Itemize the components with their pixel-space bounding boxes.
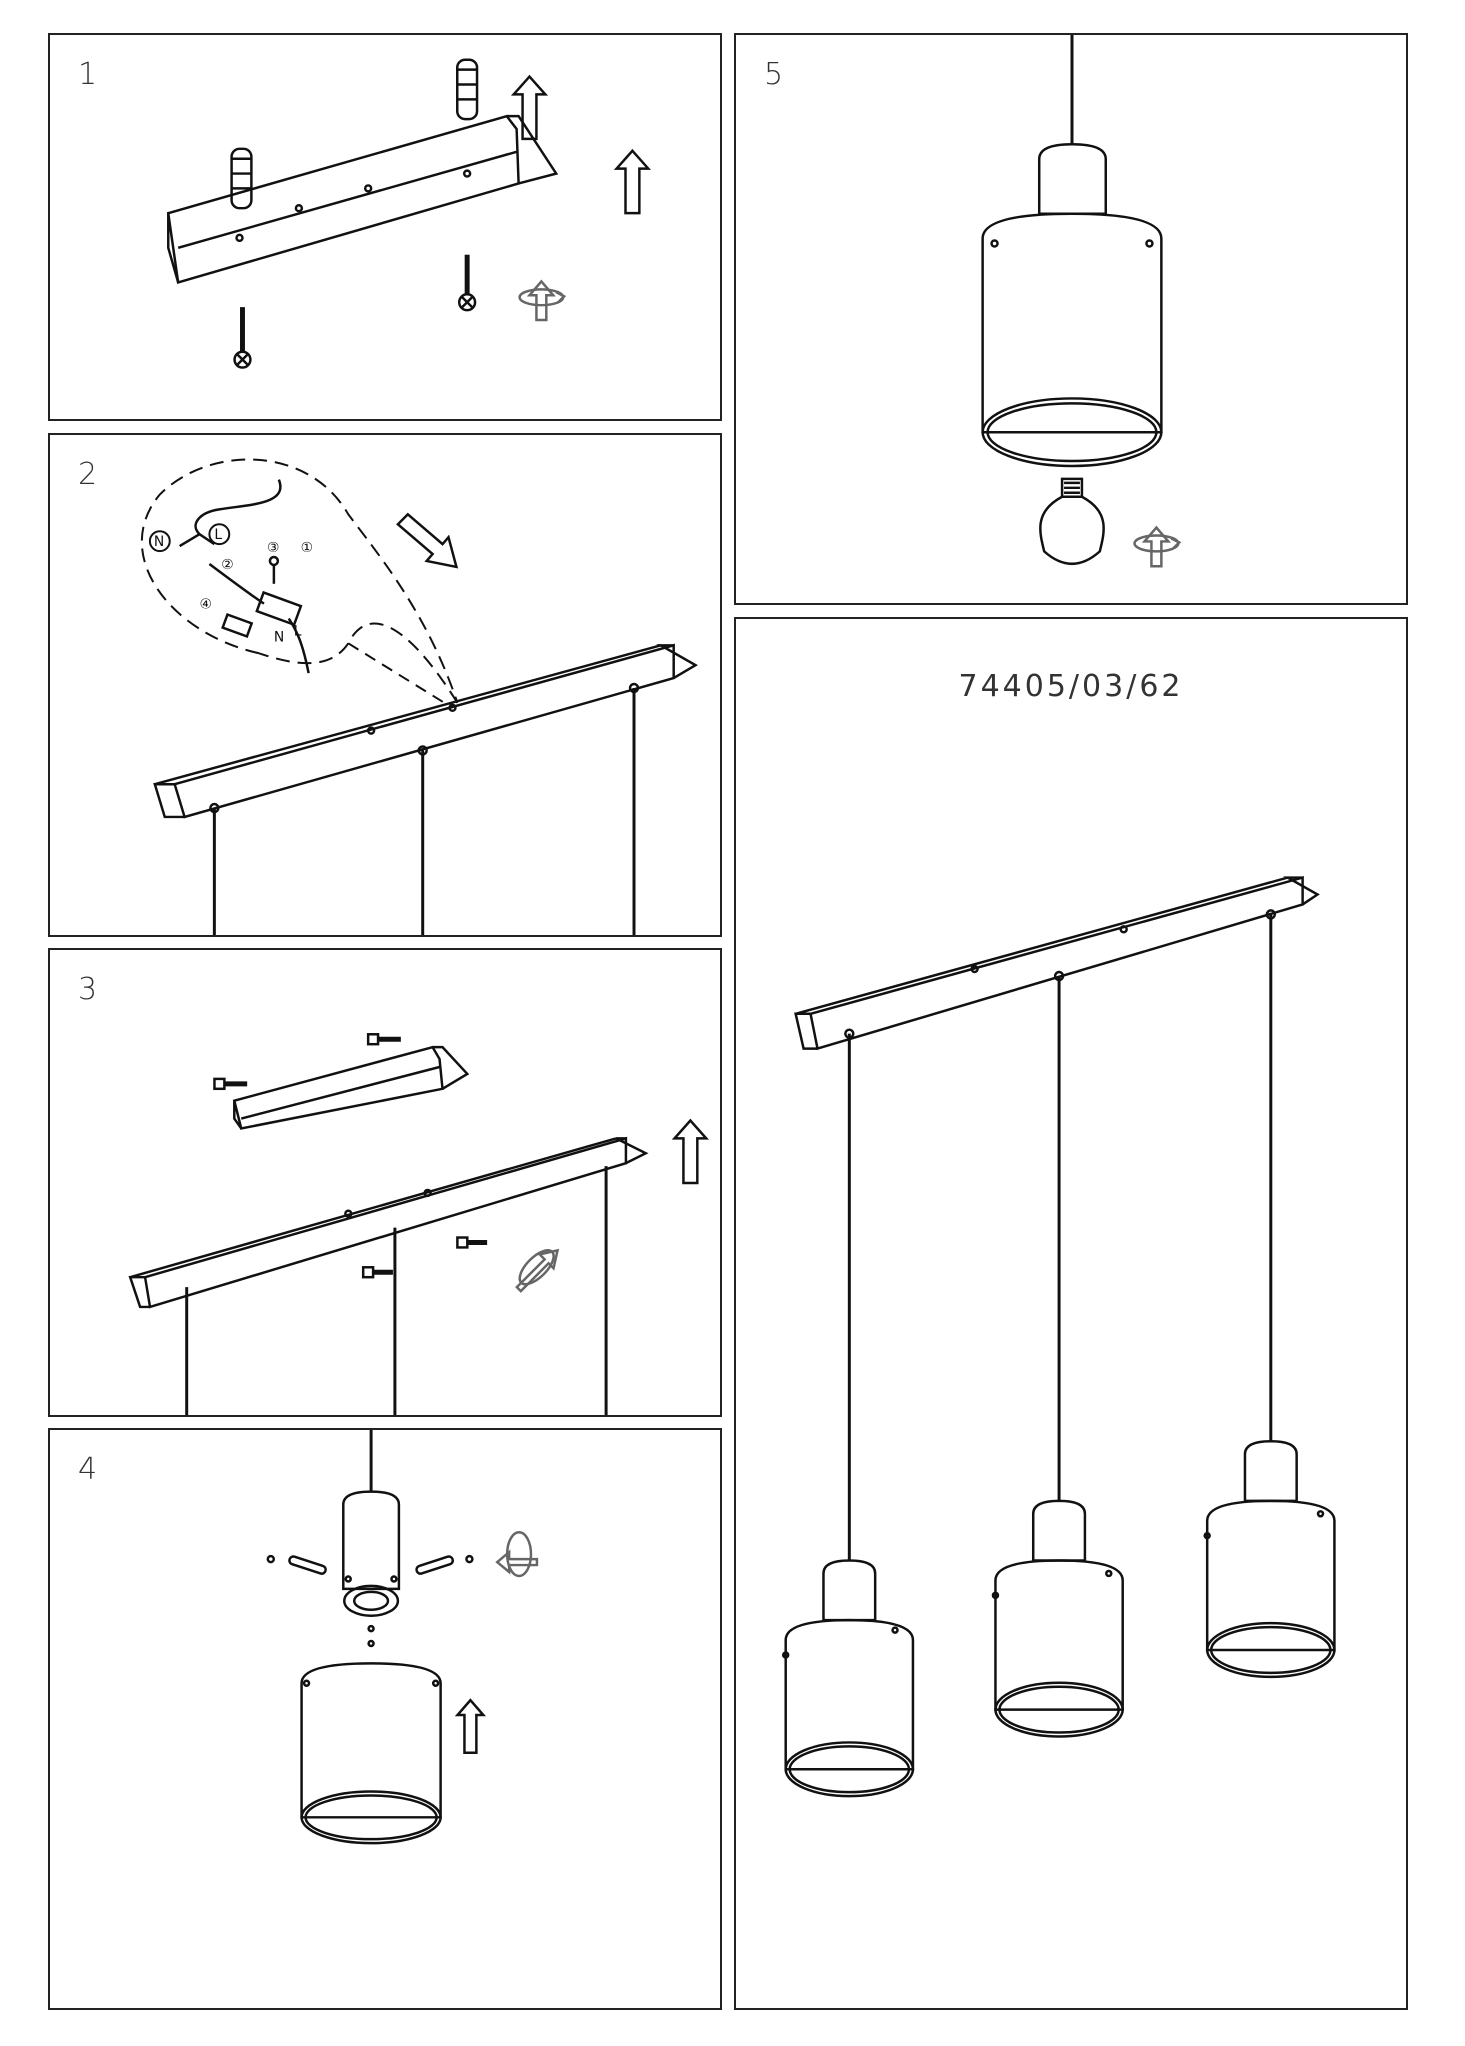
step-5-panel: 5 [734,33,1408,605]
pendant-shade-left [781,1559,915,1798]
step-4-panel: 4 [48,1428,722,2010]
step-2-panel: 2 [48,433,722,937]
pendant-shade-right [1203,1439,1336,1679]
ceiling-canopy [143,1136,628,1309]
step-2-illustration: N L ② ③ ① ④ N L [140,458,698,935]
neutral-label: N [154,534,164,550]
screw [361,1266,393,1279]
step-3-panel: 3 [48,948,722,1417]
step-3-marker: ③ [267,540,279,556]
step-2-number: 2 [78,457,98,492]
wiring-callout [140,458,459,704]
terminal-block [255,590,303,627]
screw [213,1077,248,1091]
rotate-clockwise-icon [518,279,567,322]
rotate-clockwise-icon [515,1248,560,1293]
screw-right [457,254,477,312]
up-arrow-icon [671,1118,709,1185]
mounting-bracket [166,114,520,285]
step-4-number: 4 [78,1452,98,1487]
finished-product-panel: 74405/03/62 [734,617,1408,2010]
grub-screw [415,1554,474,1575]
n-terminal-label: N [274,629,284,645]
screw [456,1236,488,1249]
glass-shade [981,212,1163,434]
step-4-illustration [266,1430,539,1845]
step-1-panel: 1 [48,33,722,421]
ceiling-canopy [173,643,675,819]
screw-left [233,307,252,369]
rotate-anticlockwise-icon [495,1531,539,1578]
step-2-marker: ② [221,557,233,573]
light-bulb-icon [1039,477,1105,565]
up-arrow-icon [454,1698,487,1755]
up-arrow-icon [510,74,549,141]
screw [366,1033,401,1046]
pendant-shade-middle [991,1499,1124,1738]
mounting-bracket [232,1045,444,1130]
model-number: 74405/03/62 [958,669,1184,704]
mains-cable [194,479,282,536]
grub-screw [266,1554,327,1575]
step-1-number: 1 [78,57,98,92]
ceiling-canopy [809,875,1304,1051]
step-3-illustration [128,1033,709,1415]
wall-plug-right [456,58,479,121]
wall-plug-left [230,147,253,210]
finished-pendant-illustration [781,875,1336,1798]
step-3-number: 3 [78,972,98,1007]
down-right-arrow-icon [396,512,459,569]
rotate-clockwise-icon [1133,525,1182,568]
step-1-marker: ① [301,540,313,556]
lamp-holder [342,1490,401,1591]
glass-shade [300,1662,442,1819]
live-label: L [214,527,222,543]
step-5-number: 5 [764,57,784,92]
step-4-marker: ④ [199,597,211,613]
up-arrow-icon [613,148,652,215]
lamp-holder [1037,142,1107,215]
l-terminal-label: L [294,623,302,639]
step-1-illustration [166,58,652,369]
step-5-illustration [981,35,1182,568]
